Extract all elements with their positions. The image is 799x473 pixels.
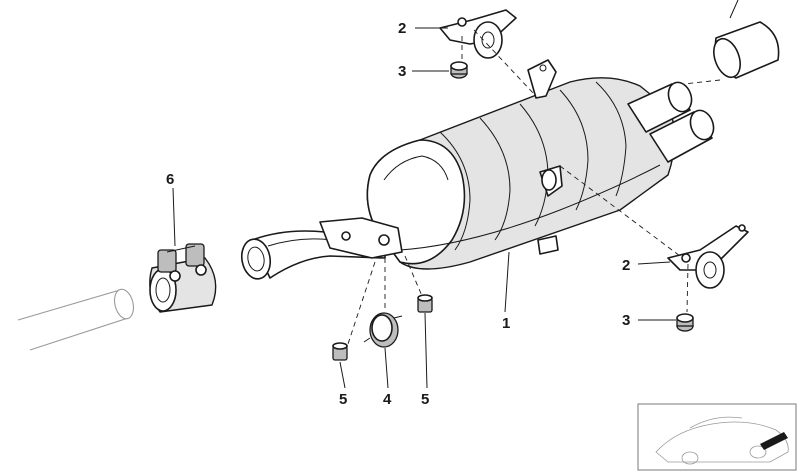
muffler-hanger-bracket (319, 217, 403, 259)
callout-nut-left: 5 (339, 391, 347, 408)
muffler-body[interactable] (366, 77, 676, 270)
reference-pipe-top-right (713, 0, 780, 79)
nut-right-part[interactable] (417, 294, 433, 313)
vehicle-location-thumbnail (637, 403, 797, 471)
callout-bracket-right: 2 (622, 257, 630, 274)
bracket-right-part[interactable] (667, 224, 749, 289)
callout-grommet-right: 3 (622, 312, 630, 329)
reference-pipe-left (17, 288, 135, 351)
callout-grommet-top: 3 (398, 63, 406, 80)
muffler-tailpipes (627, 81, 715, 163)
nut-left-part[interactable] (332, 342, 348, 361)
muffler-top-hanger (527, 59, 557, 99)
callout-muffler: 1 (502, 315, 510, 332)
callout-nut-right: 5 (421, 391, 429, 408)
clamp-part[interactable] (149, 243, 217, 313)
bracket-top-part[interactable] (439, 9, 517, 59)
grommet-right-part[interactable] (676, 313, 694, 332)
callout-bracket-top: 2 (398, 20, 406, 37)
grommet-top-part[interactable] (450, 61, 468, 79)
assembly-lines (347, 29, 721, 345)
callout-hanger-mount: 4 (383, 391, 392, 408)
callout-clamp: 6 (166, 171, 174, 188)
hanger-mount-part[interactable] (363, 312, 403, 348)
leader-lines (172, 27, 676, 389)
